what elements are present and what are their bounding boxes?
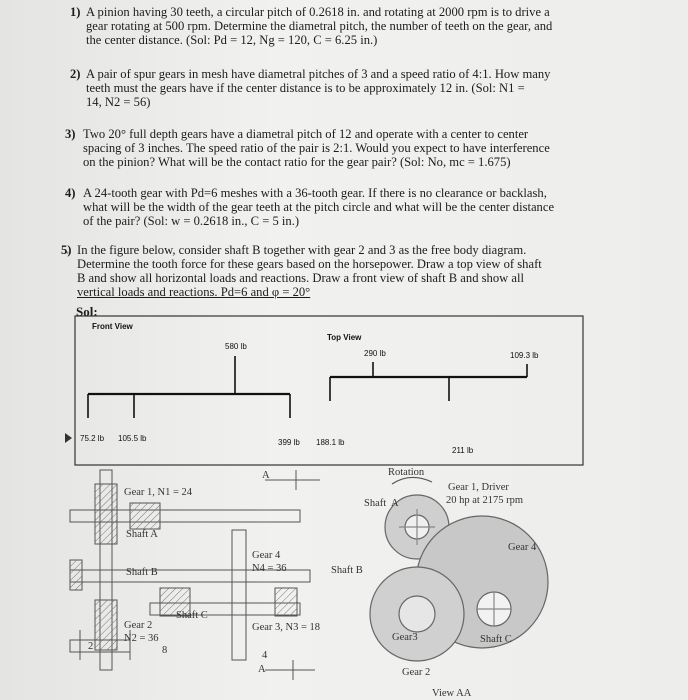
problem-number: 4)	[65, 186, 76, 200]
dim-4-label: 4	[262, 650, 268, 661]
problem-line: gear rotating at 500 rpm. Determine the …	[86, 19, 553, 33]
problem-2: 2) A pair of spur gears in mesh have dia…	[70, 67, 670, 112]
shaft-end-label: Shaft	[364, 498, 387, 509]
load-1093-label: 109.3 lb	[510, 351, 539, 360]
problem-number: 3)	[65, 127, 76, 141]
problem-number: 2)	[70, 67, 81, 81]
load-290-label: 290 lb	[364, 349, 386, 358]
problem-number: 5)	[61, 243, 72, 257]
section-a-bottom-label: A	[258, 664, 266, 675]
play-marker-icon	[65, 433, 72, 443]
view-aa-label: View AA	[432, 688, 472, 699]
problem-1: 1) A pinion having 30 teeth, a circular …	[70, 5, 670, 50]
shaft-a-label: Shaft A	[126, 529, 158, 540]
dim-8-label: 8	[162, 645, 168, 656]
problem-3: 3) Two 20° full depth gears have a diame…	[65, 127, 675, 172]
problem-number: 1)	[70, 5, 81, 19]
bullet-icon: •	[66, 248, 70, 258]
gear1-label: Gear 1, N1 = 24	[124, 487, 193, 498]
problem-line: of the pair? (Sol: w = 0.2618 in., C = 5…	[83, 214, 300, 228]
gear2-label: Gear 2	[124, 620, 153, 631]
reaction-1881-label: 188.1 lb	[316, 438, 345, 447]
n2-label: N2 = 36	[124, 633, 159, 644]
gear4-left-label: Gear 4	[252, 550, 281, 561]
shaft-b-left-label: Shaft B	[126, 567, 158, 578]
problem-line: spacing of 3 inches. The speed ratio of …	[83, 141, 550, 155]
problem-line: B and show all horizontal loads and reac…	[77, 271, 524, 285]
n4-label: N4 = 36	[252, 563, 287, 574]
problem-line: on the pinion? What will be the contact …	[83, 155, 511, 169]
problem-line: Determine the tooth force for these gear…	[77, 257, 542, 271]
problem-line: 14, N2 = 56)	[86, 95, 151, 109]
shaft-c-right-label: Shaft C	[480, 634, 512, 645]
problem-line: A 24-tooth gear with Pd=6 meshes with a …	[83, 186, 547, 200]
gear4-right-label: Gear 4	[508, 542, 537, 553]
problem-line: what will be the width of the gear teeth…	[83, 200, 555, 214]
problem-line: A pair of spur gears in mesh have diamet…	[86, 67, 551, 81]
section-a-top-label: A	[262, 470, 270, 481]
front-view-label: Front View	[92, 322, 133, 331]
dim-2-label: 2	[88, 641, 94, 652]
solution-label: Sol:	[76, 304, 98, 319]
load-580-label: 580 lb	[225, 342, 247, 351]
rotation-label: Rotation	[388, 467, 425, 478]
top-view-label: Top View	[327, 333, 362, 342]
reaction-1055-label: 105.5 lb	[118, 434, 147, 443]
gear3-label: Gear 3, N3 = 18	[252, 622, 321, 633]
fbd-frame	[74, 315, 584, 466]
problem-line: Two 20° full depth gears have a diametra…	[83, 127, 529, 141]
gear3-right-label: Gear3	[392, 632, 418, 643]
shaft-c-label: Shaft C	[176, 610, 208, 621]
problem-line: teeth must the gears have if the center …	[86, 81, 525, 95]
gear2-right-label: Gear 2	[402, 667, 431, 678]
driver-power-label: 20 hp at 2175 rpm	[446, 495, 523, 506]
shaft-b-mid-label: Shaft B	[331, 565, 363, 576]
problem-line: A pinion having 30 teeth, a circular pit…	[86, 5, 550, 19]
driver-label: Gear 1, Driver	[448, 482, 509, 493]
reaction-752-label: 75.2 lb	[80, 434, 105, 443]
reaction-211-label: 211 lb	[452, 446, 474, 455]
problem-line: the center distance. (Sol: Pd = 12, Ng =…	[86, 33, 378, 47]
problem-line: In the figure below, consider shaft B to…	[77, 243, 527, 257]
shaft-a-mark-label: A	[391, 498, 399, 509]
reaction-399-label: 399 lb	[278, 438, 300, 447]
problem-5: 5) In the figure below, consider shaft B…	[61, 243, 676, 303]
problem-line: vertical loads and reactions. Pd=6 and φ…	[77, 285, 311, 299]
problem-4: 4) A 24-tooth gear with Pd=6 meshes with…	[65, 186, 675, 231]
